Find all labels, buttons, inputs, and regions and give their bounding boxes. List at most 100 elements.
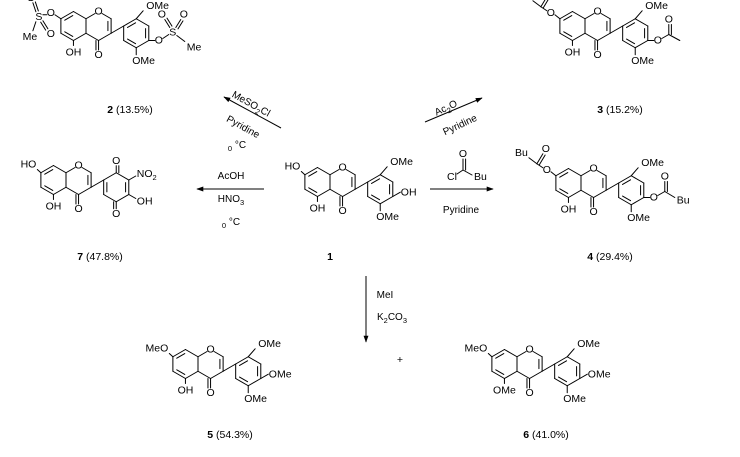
substituent-5prime-ome: OMe: [631, 55, 654, 67]
compound-yield: (41.0%): [529, 429, 569, 441]
ring-oxygen: O: [74, 160, 82, 172]
substituent-7: HO: [21, 159, 37, 171]
ester-alkyl-group: Bu: [515, 147, 528, 159]
hydroxy-group: OH: [137, 196, 153, 208]
compound-number: 2: [107, 104, 113, 116]
caption-compound-6: 6 (41.0%): [523, 429, 569, 441]
ring-oxygen: O: [589, 163, 597, 175]
ester-carbonyl-oxygen: O: [542, 143, 550, 155]
substituent-4prime: OH: [401, 187, 417, 199]
mesyl-ester-oxygen: O: [47, 7, 55, 19]
substituent-4prime: OMe: [588, 369, 611, 381]
ester-oxygen: O: [650, 192, 658, 204]
substituent-5: OH: [561, 204, 577, 216]
nitro-group: NO2: [137, 168, 157, 182]
arrow-to-2: [223, 96, 282, 129]
carbonyl-oxygen: O: [593, 49, 601, 61]
caption-compound-1: 1: [327, 251, 333, 263]
reagent-acetic-anhydride: Ac2O: [433, 98, 460, 120]
substituent-7: MeO: [146, 343, 169, 355]
substituent-2prime-ome: OMe: [258, 338, 281, 350]
substituent-5: OH: [178, 385, 194, 397]
methyl-group: Me: [187, 42, 202, 54]
substituent-5prime-ome: OMe: [563, 393, 586, 405]
substituent-5: OH: [66, 47, 82, 59]
ring-oxygen: O: [206, 344, 214, 356]
sulfonyl-oxygen-b: O: [47, 28, 55, 40]
acyl-chloride-reagent: ClO Bu: [447, 148, 487, 183]
reagent-temperature: 0 °C: [222, 217, 240, 230]
substituent-5: OMe: [493, 385, 516, 397]
caption-compound-4: 4 (29.4%): [587, 251, 633, 263]
substituent-5: OH: [310, 203, 326, 215]
caption-compound-7: 7 (47.8%): [77, 251, 123, 263]
caption-compound-2: 2 (13.5%): [107, 104, 153, 116]
compound-number: 5: [207, 429, 213, 441]
ester-oxygen: O: [654, 35, 662, 47]
substituent-2prime-ome: OMe: [146, 0, 169, 12]
compound-number: 6: [523, 429, 529, 441]
reagent-methyl-iodide: MeI: [377, 290, 394, 301]
reagent-potassium-carbonate: K2CO3: [377, 312, 407, 325]
compound-yield: (47.8%): [83, 251, 123, 263]
arrow-to-3: [424, 97, 483, 123]
sulfur-atom: S: [35, 11, 42, 23]
mesyl-ester-oxygen: O: [155, 35, 163, 47]
reagent-pyridine: Pyridine: [443, 205, 480, 216]
compound-number: 4: [587, 251, 593, 263]
ring-oxygen: O: [94, 6, 102, 18]
compound-number: 7: [77, 251, 83, 263]
caption-compound-5: 5 (54.3%): [207, 429, 253, 441]
reagent-pyridine: Pyridine: [225, 113, 262, 140]
sulfonyl-oxygen-a: O: [27, 0, 35, 4]
carbonyl-oxygen: O: [74, 203, 82, 215]
compound-1: OOOHOSOOMeOMeOMeOSOOMe: [23, 0, 202, 67]
substituent-5: OH: [565, 47, 581, 59]
ester-oxygen: O: [543, 164, 551, 176]
acyl-alkyl-group: Bu: [474, 171, 487, 183]
substituent-2prime-ome: OMe: [390, 156, 413, 168]
substituent-5prime-ome: OMe: [132, 55, 155, 67]
substituent-5prime-ome: OMe: [376, 211, 399, 223]
substituent-7: MeO: [465, 343, 488, 355]
compound-yield: (13.5%): [113, 104, 153, 116]
ester-oxygen: O: [547, 7, 555, 19]
substituent-5prime-ome: OMe: [627, 212, 650, 224]
compound-2: OOOHOOAcOOMeOMeOO: [511, 0, 681, 67]
ester-alkyl-group: AcO: [511, 0, 531, 2]
carbonyl-oxygen: O: [206, 387, 214, 399]
sulfonyl-oxygen-b: O: [180, 9, 188, 21]
acyl-carbonyl-oxygen: O: [459, 148, 467, 160]
sulfonyl-oxygen-a: O: [158, 9, 166, 21]
substituent-7: HO: [285, 161, 301, 173]
substituent-2prime-ome: OMe: [645, 0, 668, 12]
carbonyl-oxygen: O: [589, 206, 597, 218]
carbonyl-oxygen: O: [94, 49, 102, 61]
compound-yield: (15.2%): [603, 104, 643, 116]
ester-carbonyl-oxygen: O: [661, 171, 669, 183]
sulfur-atom: S: [169, 27, 176, 39]
ring-oxygen: O: [593, 6, 601, 18]
quinone-oxygen-top: O: [112, 155, 120, 167]
substituent-2prime-ome: OMe: [641, 157, 664, 169]
quinone-oxygen-bottom: O: [112, 208, 120, 220]
substituent-5: OH: [46, 201, 62, 213]
compound-number: 3: [597, 104, 603, 116]
reagent-acetic-acid: AcOH: [218, 171, 245, 182]
carbonyl-oxygen: O: [338, 205, 346, 217]
ester-carbonyl-oxygen: O: [665, 14, 673, 26]
substituent-2prime-ome: OMe: [577, 338, 600, 350]
compound-yield: (54.3%): [213, 429, 253, 441]
ring-oxygen: O: [525, 344, 533, 356]
reagent-temperature: 0 °C: [228, 140, 246, 153]
substituent-5prime-ome: OMe: [244, 393, 267, 405]
ring-oxygen: O: [338, 162, 346, 174]
chlorine-atom: Cl: [447, 171, 457, 183]
carbonyl-oxygen: O: [525, 387, 533, 399]
